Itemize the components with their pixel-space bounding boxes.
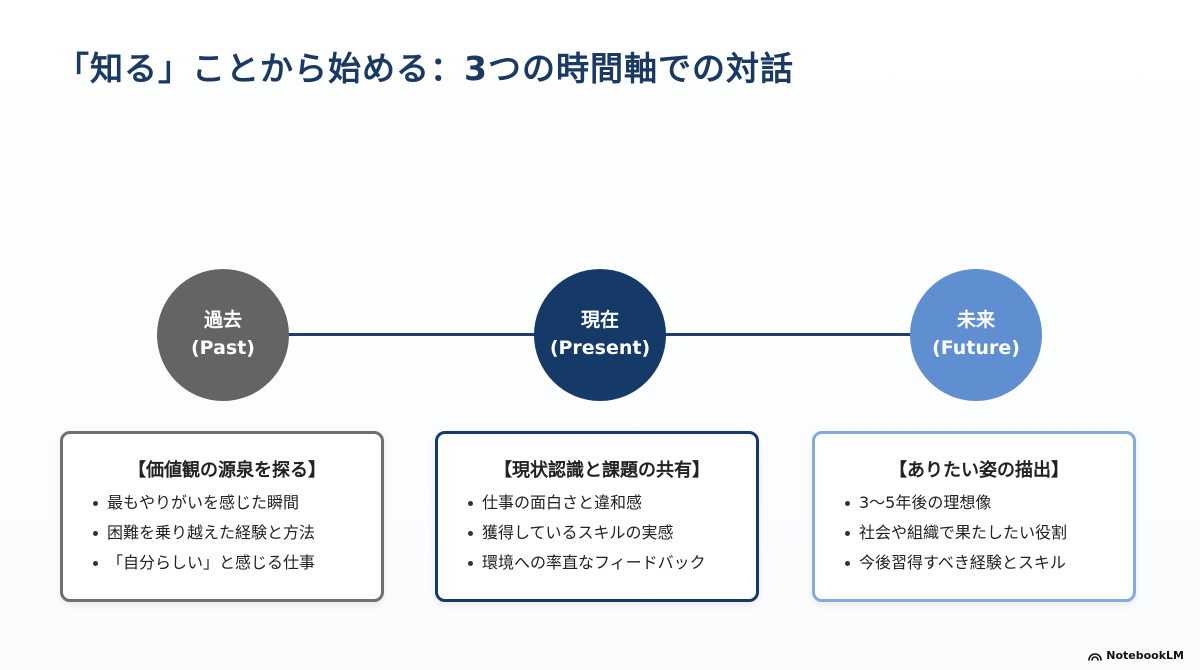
list-item: 社会や組織で果たしたい役割 bbox=[843, 522, 1115, 544]
list-item: 最もやりがいを感じた瞬間 bbox=[91, 492, 363, 514]
list-item: 困難を乗り越えた経験と方法 bbox=[91, 522, 363, 544]
card-bullet-list: 仕事の面白さと違和感 獲得しているスキルの実感 環境への率直なフィードバック bbox=[466, 492, 738, 574]
list-item: 仕事の面白さと違和感 bbox=[466, 492, 738, 514]
timeline-node-sublabel: (Present) bbox=[549, 337, 651, 359]
present-card: 【現状認識と課題の共有】 仕事の面白さと違和感 獲得しているスキルの実感 環境へ… bbox=[435, 431, 759, 602]
past-card: 【価値観の源泉を探る】 最もやりがいを感じた瞬間 困難を乗り越えた経験と方法 「… bbox=[60, 431, 384, 602]
notebooklm-brand: NotebookLM bbox=[1088, 649, 1184, 662]
timeline-node-future: 未来 (Future) bbox=[910, 269, 1042, 401]
timeline-node-present: 現在 (Present) bbox=[534, 269, 666, 401]
timeline-node-label: 過去 bbox=[203, 309, 242, 332]
card-title: 【現状認識と課題の共有】 bbox=[494, 460, 710, 481]
timeline-node-sublabel: (Past) bbox=[191, 337, 255, 359]
timeline-node-label: 未来 bbox=[956, 309, 995, 332]
notebooklm-logo-icon bbox=[1088, 652, 1103, 661]
list-item: 3〜5年後の理想像 bbox=[843, 492, 1115, 514]
timeline-node-sublabel: (Future) bbox=[932, 337, 1020, 359]
timeline-node-label: 現在 bbox=[580, 309, 619, 332]
card-bullet-list: 3〜5年後の理想像 社会や組織で果たしたい役割 今後習得すべき経験とスキル bbox=[843, 492, 1115, 574]
timeline-node-past: 過去 (Past) bbox=[157, 269, 289, 401]
list-item: 「自分らしい」と感じる仕事 bbox=[91, 552, 363, 574]
page-title: 「知る」ことから始める：3つの時間軸での対話 bbox=[56, 49, 794, 88]
list-item: 獲得しているスキルの実感 bbox=[466, 522, 738, 544]
card-bullet-list: 最もやりがいを感じた瞬間 困難を乗り越えた経験と方法 「自分らしい」と感じる仕事 bbox=[91, 492, 363, 574]
brand-label: NotebookLM bbox=[1106, 649, 1184, 662]
list-item: 環境への率直なフィードバック bbox=[466, 552, 738, 574]
future-card: 【ありたい姿の描出】 3〜5年後の理想像 社会や組織で果たしたい役割 今後習得す… bbox=[812, 431, 1136, 602]
card-title: 【ありたい姿の描出】 bbox=[889, 460, 1069, 481]
card-title: 【価値観の源泉を探る】 bbox=[128, 460, 326, 481]
list-item: 今後習得すべき経験とスキル bbox=[843, 552, 1115, 574]
